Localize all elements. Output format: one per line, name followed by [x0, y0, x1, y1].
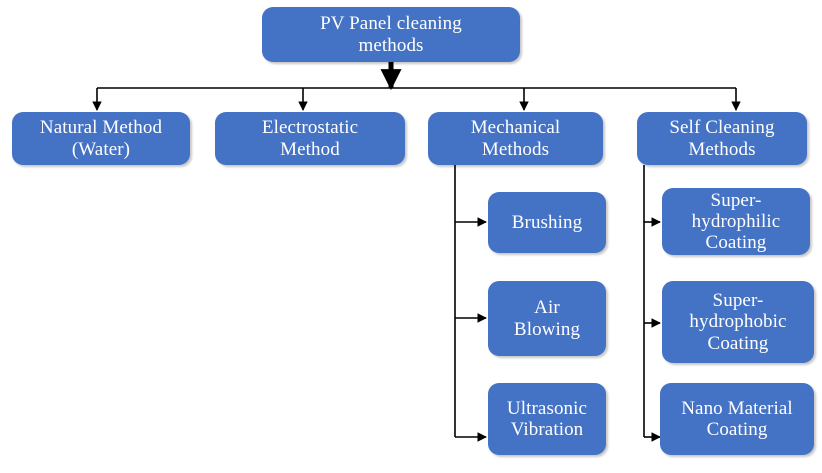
node-root[interactable]: PV Panel cleaning methods — [262, 7, 520, 62]
node-self-cleaning-methods[interactable]: Self Cleaning Methods — [637, 112, 807, 165]
node-super-hydrophilic-coating[interactable]: Super- hydrophilic Coating — [662, 188, 810, 255]
node-natural-method[interactable]: Natural Method (Water) — [12, 112, 190, 165]
node-electrostatic-method[interactable]: Electrostatic Method — [215, 112, 405, 165]
node-mechanical-methods[interactable]: Mechanical Methods — [428, 112, 603, 165]
node-air-blowing[interactable]: Air Blowing — [488, 281, 606, 356]
node-nano-material-coating[interactable]: Nano Material Coating — [660, 383, 814, 455]
node-brushing[interactable]: Brushing — [488, 192, 606, 253]
node-ultrasonic-vibration[interactable]: Ultrasonic Vibration — [488, 383, 606, 455]
node-super-hydrophobic-coating[interactable]: Super- hydrophobic Coating — [662, 281, 814, 363]
